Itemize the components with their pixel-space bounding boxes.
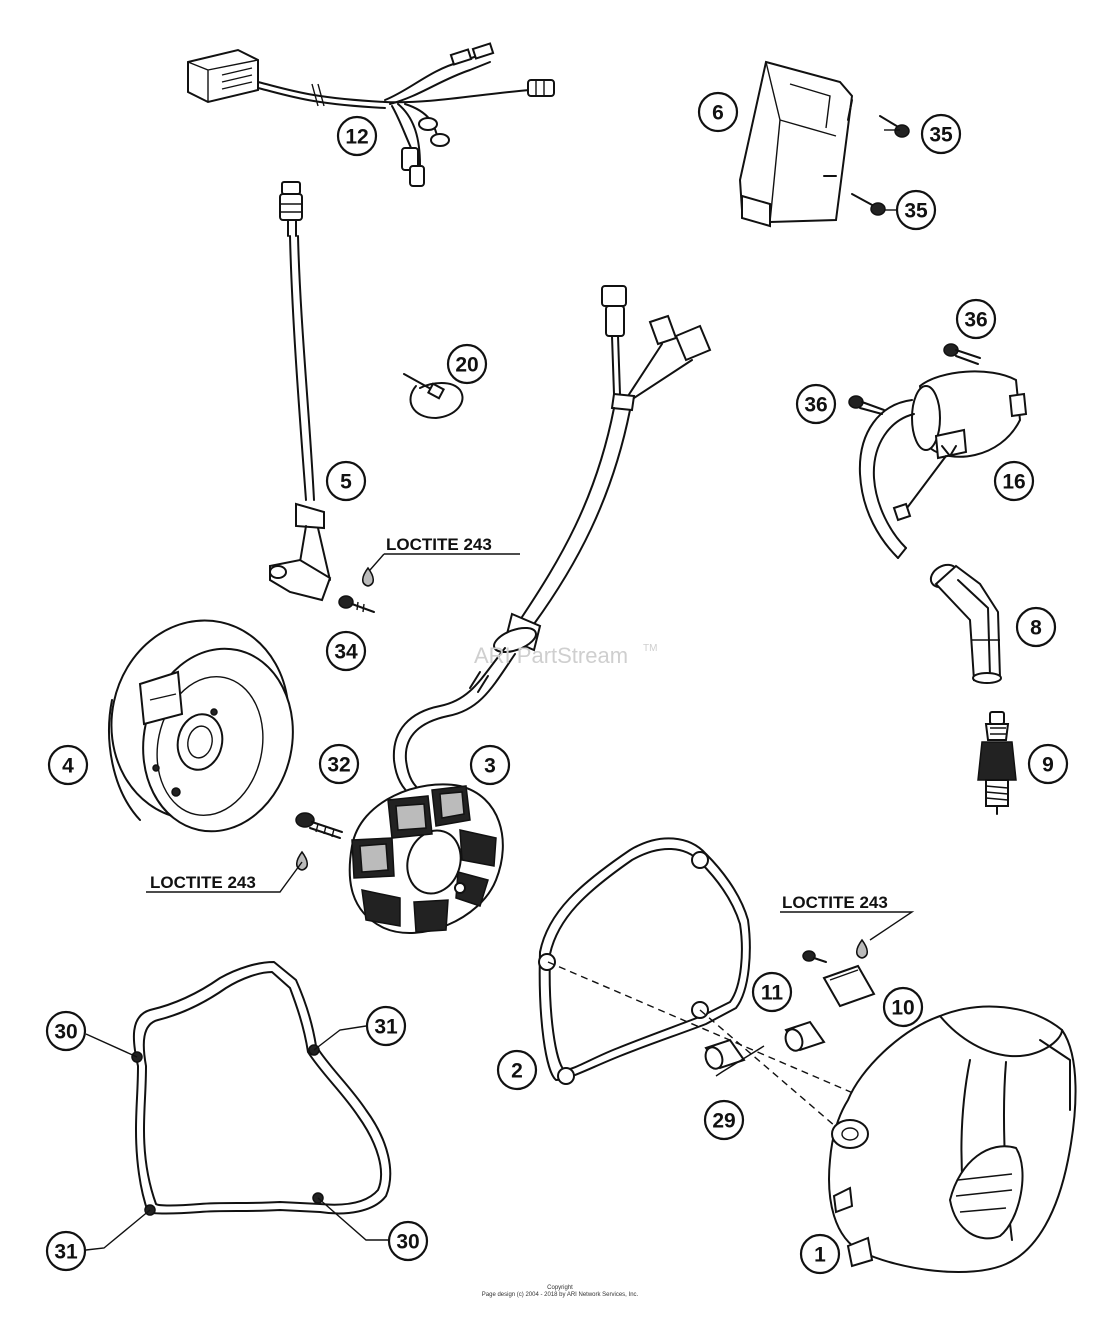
callout-4[interactable]: 4: [47, 744, 89, 786]
loctite-label-32: LOCTITE 243: [150, 873, 256, 892]
copyright-line: Copyright: [547, 1285, 573, 1291]
part-9-spark-plug: [977, 711, 1017, 815]
callout-30-lower[interactable]: 30: [387, 1220, 429, 1262]
callout-9[interactable]: 9: [1027, 743, 1069, 785]
callout-30-upper-label: 30: [54, 1021, 77, 1044]
callout-31-upper[interactable]: 31: [365, 1005, 407, 1047]
part-10-plate: [822, 964, 876, 1008]
part-11-screw: [802, 950, 827, 963]
callout-34-label: 34: [334, 641, 358, 664]
callout-8-label: 8: [1030, 617, 1042, 640]
callout-6[interactable]: 6: [697, 91, 739, 133]
callout-16-label: 16: [1002, 471, 1025, 494]
callout-8[interactable]: 8: [1015, 606, 1057, 648]
callout-10[interactable]: 10: [882, 986, 924, 1028]
callout-29-label: 29: [712, 1110, 735, 1133]
part-36-screw-lower: [848, 395, 885, 415]
part-32-bolt: [295, 812, 343, 839]
watermark-tm: TM: [643, 643, 657, 654]
part-3-stator-leads: [392, 285, 712, 797]
part-34-screw: [338, 595, 375, 613]
callout-6-label: 6: [712, 102, 724, 125]
callout-12[interactable]: 12: [336, 115, 378, 157]
alignment-lines: [547, 961, 861, 1133]
loctite-label-11: LOCTITE 243: [782, 893, 888, 912]
callout-1-label: 1: [814, 1244, 826, 1267]
callout-31-upper-label: 31: [374, 1016, 398, 1039]
callout-36-upper[interactable]: 36: [955, 298, 997, 340]
callout-4-label: 4: [62, 755, 74, 778]
callout-31-lower-label: 31: [54, 1241, 78, 1264]
callout-20-label: 20: [455, 354, 478, 377]
callout-10-label: 10: [891, 997, 914, 1020]
part-5-sensor-cable: [269, 181, 332, 602]
callout-3[interactable]: 3: [469, 744, 511, 786]
callout-35-upper-label: 35: [929, 124, 953, 147]
callout-11-label: 11: [761, 982, 784, 1005]
callout-3-label: 3: [484, 755, 496, 778]
part-1-ignition-cover: [828, 1005, 1077, 1273]
part-16-ignition-coil: [858, 370, 1028, 559]
callout-31-lower[interactable]: 31: [45, 1230, 87, 1272]
callout-2[interactable]: 2: [496, 1049, 538, 1091]
part-12-wiring-harness: [187, 42, 555, 187]
callout-9-label: 9: [1042, 754, 1054, 777]
part-6-cdi-unit: [738, 60, 854, 228]
part-30-31-gasket: [131, 961, 392, 1216]
callout-32[interactable]: 32: [318, 743, 360, 785]
callout-2-label: 2: [511, 1060, 523, 1083]
callout-36-upper-label: 36: [964, 309, 987, 332]
callout-30-lower-label: 30: [396, 1231, 419, 1254]
copyright-footer: Copyright Page design (c) 2004 - 2018 by…: [0, 1285, 1120, 1299]
part-4-flywheel: [108, 619, 294, 833]
callout-35-lower[interactable]: 35: [895, 189, 937, 231]
callout-5-label: 5: [340, 471, 352, 494]
page-design-line: Page design (c) 2004 - 2018 by ARI Netwo…: [481, 1292, 639, 1298]
callout-16[interactable]: 16: [993, 460, 1035, 502]
loctite-label-34: LOCTITE 243: [386, 535, 492, 554]
loctite-drop-34: [362, 566, 374, 587]
loctite-drop-11: [856, 938, 868, 959]
callout-35-upper[interactable]: 35: [920, 113, 962, 155]
callout-29[interactable]: 29: [703, 1099, 745, 1141]
part-29-dowel-sleeves: [704, 1020, 826, 1070]
callout-11[interactable]: 11: [751, 971, 793, 1013]
callout-12-label: 12: [345, 126, 368, 149]
callout-1[interactable]: 1: [799, 1233, 841, 1275]
part-3-stator: [348, 783, 504, 934]
callout-35-lower-label: 35: [904, 200, 928, 223]
callout-34[interactable]: 34: [325, 630, 367, 672]
watermark: ARI PartStream: [474, 643, 628, 668]
part-20-cable-tie: [403, 373, 464, 419]
callout-32-label: 32: [327, 754, 350, 777]
part-35-screw-lower: [851, 193, 886, 216]
part-35-screw-upper: [879, 115, 910, 138]
part-36-screw-upper: [943, 343, 981, 365]
leader-lines: [85, 129, 915, 1251]
callout-36-lower-label: 36: [804, 394, 827, 417]
callout-36-lower[interactable]: 36: [795, 383, 837, 425]
callout-20[interactable]: 20: [446, 343, 488, 385]
part-8-spark-plug-cap: [929, 563, 1002, 684]
callout-30-upper[interactable]: 30: [45, 1010, 87, 1052]
callout-5[interactable]: 5: [325, 460, 367, 502]
